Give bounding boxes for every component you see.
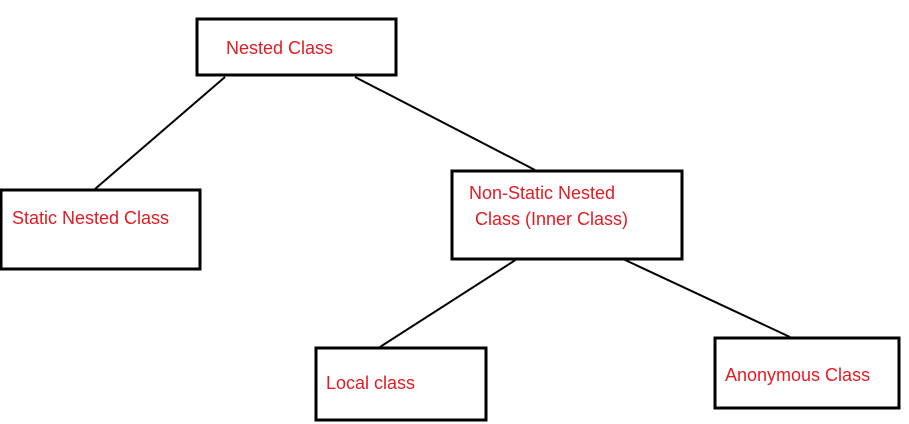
node-static-nested-class: Static Nested Class [0, 188, 202, 271]
edge-nested-to-static [94, 76, 226, 190]
node-local-class-label: Local class [326, 373, 415, 393]
node-nested-class-box [195, 17, 398, 77]
node-anonymous-class: Anonymous Class [713, 336, 901, 410]
node-anonymous-class-box [713, 336, 901, 410]
edge-nonstatic-to-anonymous [622, 258, 791, 338]
node-non-static-nested-class: Non-Static Nested Class (Inner Class) [450, 169, 684, 261]
node-static-nested-class-box [0, 188, 202, 271]
node-non-static-nested-class-label-line2: Class (Inner Class) [475, 209, 628, 229]
node-local-class-box [314, 346, 488, 422]
edge-nested-to-nonstatic [354, 76, 536, 171]
node-nested-class-label: Nested Class [226, 38, 333, 58]
node-local-class: Local class [314, 346, 488, 422]
node-non-static-nested-class-label-line1: Non-Static Nested [469, 183, 615, 203]
node-anonymous-class-label: Anonymous Class [725, 365, 870, 385]
edge-nonstatic-to-local [379, 258, 518, 348]
node-static-nested-class-label: Static Nested Class [12, 208, 169, 228]
node-non-static-nested-class-box [450, 169, 684, 261]
node-nested-class: Nested Class [195, 17, 398, 77]
